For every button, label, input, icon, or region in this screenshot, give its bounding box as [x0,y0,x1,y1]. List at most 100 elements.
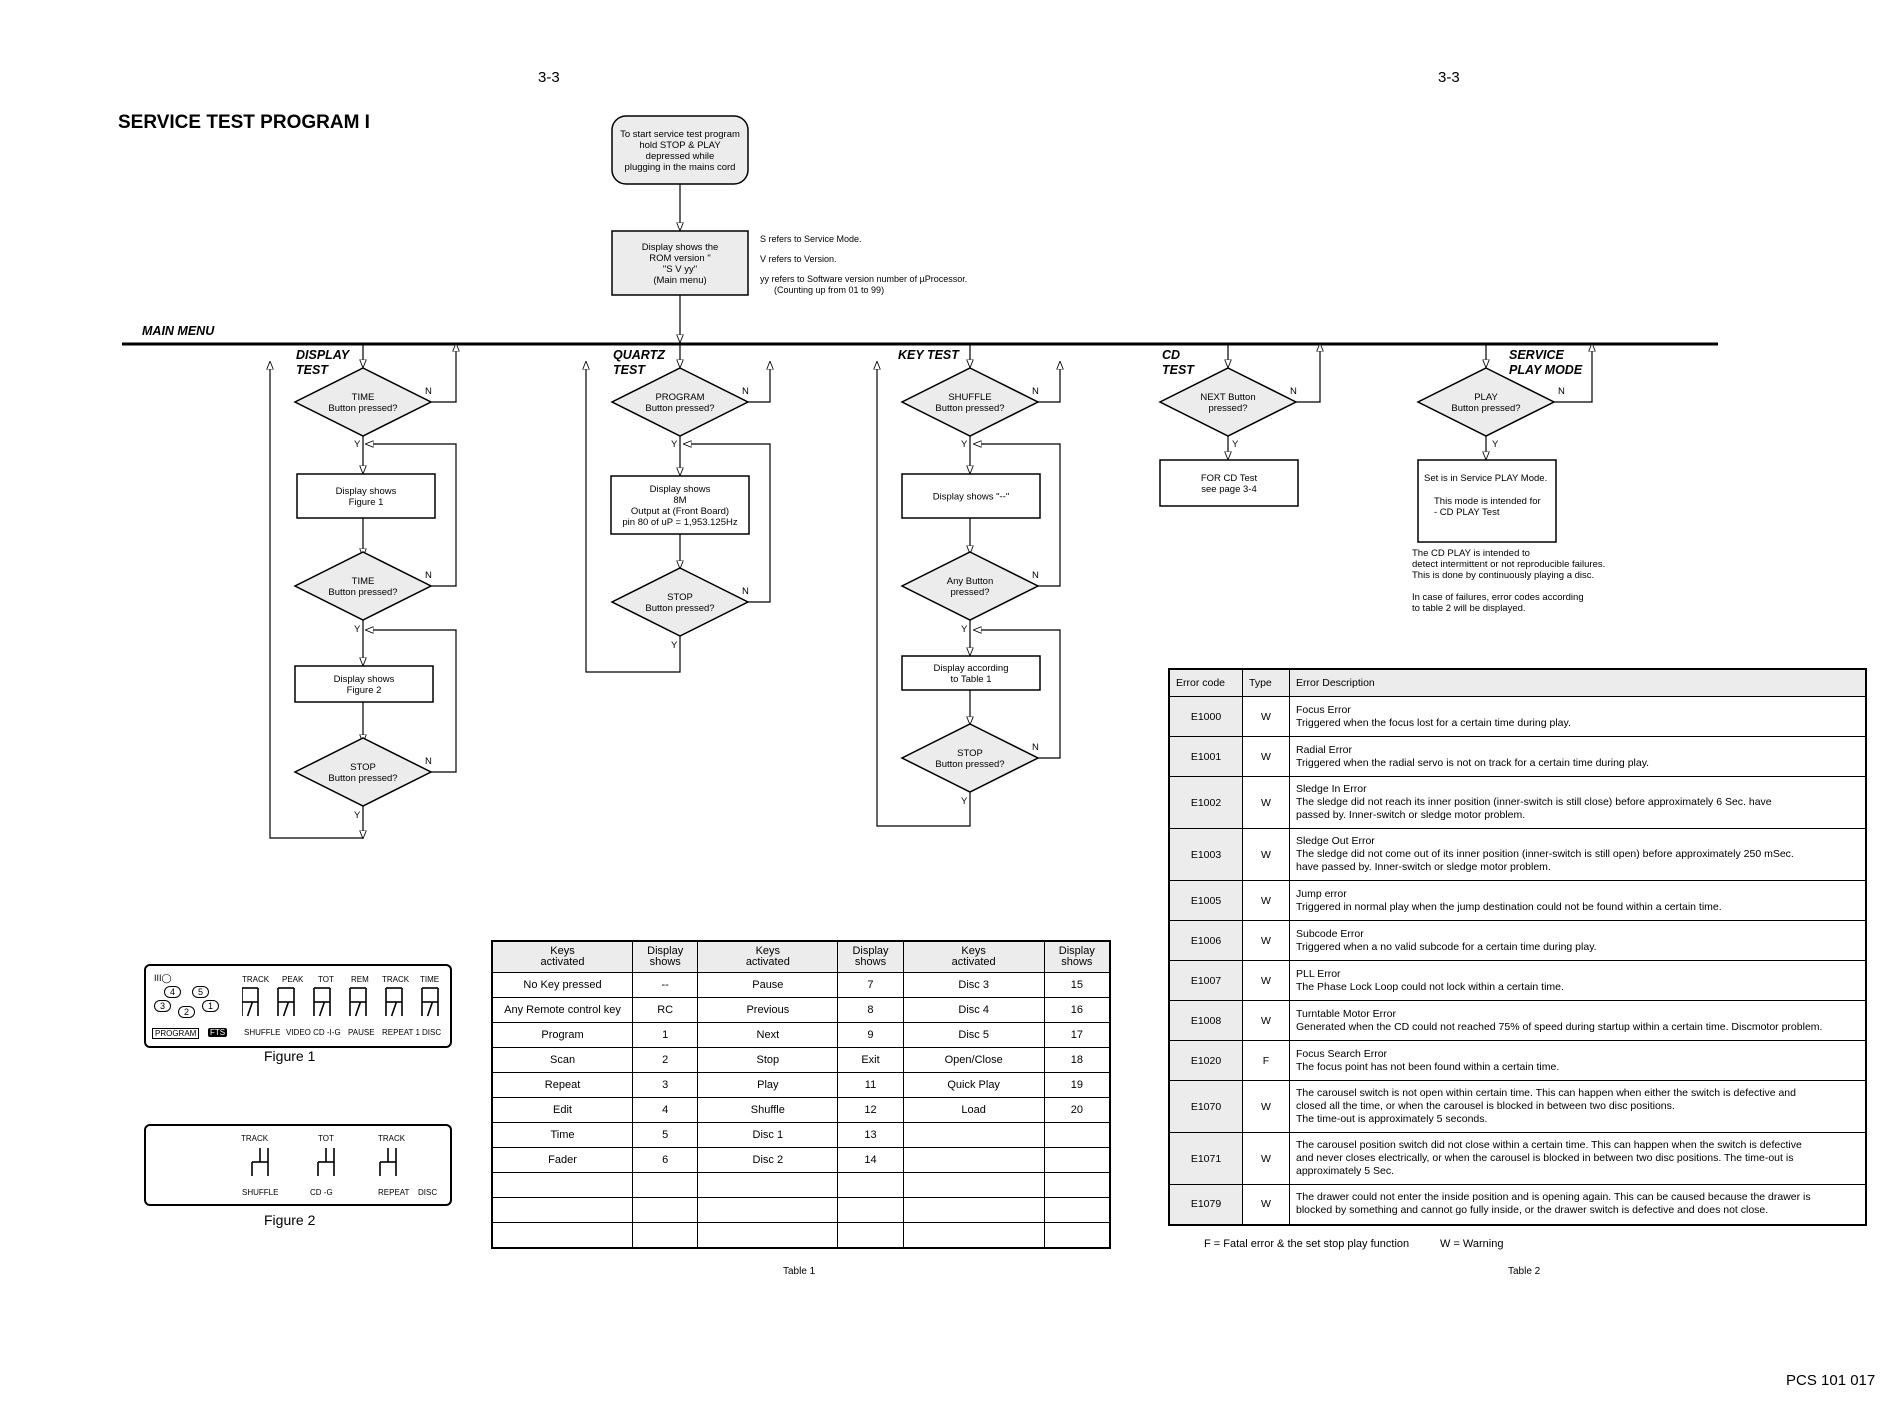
description-line: Generated when the CD could not reached … [1296,1020,1823,1033]
table-cell [491,1197,634,1223]
table-cell: Scan [491,1047,634,1073]
process-box [610,475,750,535]
table-cell [837,1222,904,1249]
error-description: The carousel position switch did not clo… [1289,1132,1867,1185]
page-number-right: 3-3 [1438,69,1460,86]
lcd-label: REPEAT [378,1188,410,1197]
error-code: E1020 [1168,1040,1243,1081]
table-row [491,1172,1111,1198]
error-description: The drawer could not enter the inside po… [1289,1184,1867,1225]
description-line: The carousel switch is not open within c… [1296,1087,1796,1099]
description-line: The sledge did not come out of its inner… [1296,848,1794,860]
lcd-label: REPEAT 1 [382,1028,420,1037]
table-cell [491,1222,634,1249]
table2-header: Error code [1168,668,1243,697]
description-line: Turntable Motor Error [1296,1007,1396,1020]
table-cell [902,1147,1045,1173]
error-type: W [1242,920,1290,961]
decision-text: TIME [352,576,375,587]
legend: S refers to Service Mode. V refers to Ve… [760,234,967,296]
error-type: W [1242,880,1290,921]
error-type: W [1242,960,1290,1001]
legend-line: yy refers to Software version number of … [760,274,968,284]
node-text: hold STOP & PLAY [639,140,721,151]
table-cell: 16 [1043,997,1111,1023]
decision-text: Button pressed? [935,759,1004,770]
column-heading: KEY TEST [898,348,960,362]
description-line: Triggered when the focus lost for a cert… [1296,716,1571,729]
disc-4-indicator: 4 [164,986,182,998]
table-cell: 19 [1043,1072,1111,1098]
table-cell: 9 [837,1022,904,1048]
process-box [901,473,1041,519]
decision-text: pressed? [1208,403,1247,414]
lcd-segment [318,1001,326,1017]
table-cell: 13 [837,1122,904,1148]
table-cell: Open/Close [902,1047,1045,1073]
description-line: have passed by. Inner-switch or sledge m… [1296,861,1551,873]
description-line: Jump error [1296,887,1347,900]
start-terminal [611,115,749,185]
error-code: E1001 [1168,736,1243,777]
decision-text: STOP [667,592,693,603]
decision-diamond [293,367,433,437]
description-line: Subcode Error [1296,927,1364,940]
connector-line [270,362,363,839]
rom-version-box [611,230,749,296]
process-box [901,655,1041,691]
lcd-label: REM [351,975,369,984]
decision-diamond [293,551,433,621]
lcd-label: TOT [318,1134,334,1143]
node-text: Display according [934,663,1009,674]
table-cell: Previous [697,997,839,1023]
lcd-label: TRACK [378,1134,406,1143]
table1-caption: Table 1 [783,1266,816,1277]
yn-label: Y [961,624,968,635]
decision-text: Button pressed? [328,587,397,598]
description-line: Radial Error [1296,743,1353,756]
lcd-label: VIDEO CD -I-G [286,1028,341,1037]
lcd-label: TRACK [382,975,410,984]
lcd-label: TOT [318,975,334,984]
table-cell: 7 [837,972,904,998]
column-heading: TEST [296,363,329,377]
connector-line [748,362,770,403]
table1-header: Keys activated [697,940,839,973]
program-indicator: PROGRAM [152,1028,200,1039]
yn-label: Y [354,439,361,450]
process-box [1159,459,1299,507]
table-cell: RC [632,997,699,1023]
yn-label: N [1558,386,1565,397]
column-heading: TEST [1162,363,1195,377]
decision-diamond [900,367,1040,437]
column-heading: TEST [613,363,646,377]
main-menu-label: MAIN MENU [142,324,215,338]
description-line: The carousel position switch did not clo… [1296,1139,1802,1151]
table-cell [902,1172,1045,1198]
error-type: W [1242,1080,1290,1133]
table-cell [1043,1222,1111,1249]
table-cell [697,1172,839,1198]
column-heading: PLAY MODE [1509,363,1583,377]
decision-diamond [610,367,750,437]
table1-header: Keys activated [491,940,634,973]
description-line: Sledge Out Error [1296,835,1375,847]
error-type: W [1242,828,1290,881]
decision-text: TIME [352,392,375,403]
figure1-display: III◯ 4 5 3 2 1 TRACK PEAK TOT REM TRACK … [144,964,452,1048]
legend-line: V refers to Version. [760,254,837,264]
table-cell: Quick Play [902,1072,1045,1098]
table-cell: Disc 2 [697,1147,839,1173]
node-text: to Table 1 [950,674,991,685]
node-text: Figure 1 [349,497,384,508]
